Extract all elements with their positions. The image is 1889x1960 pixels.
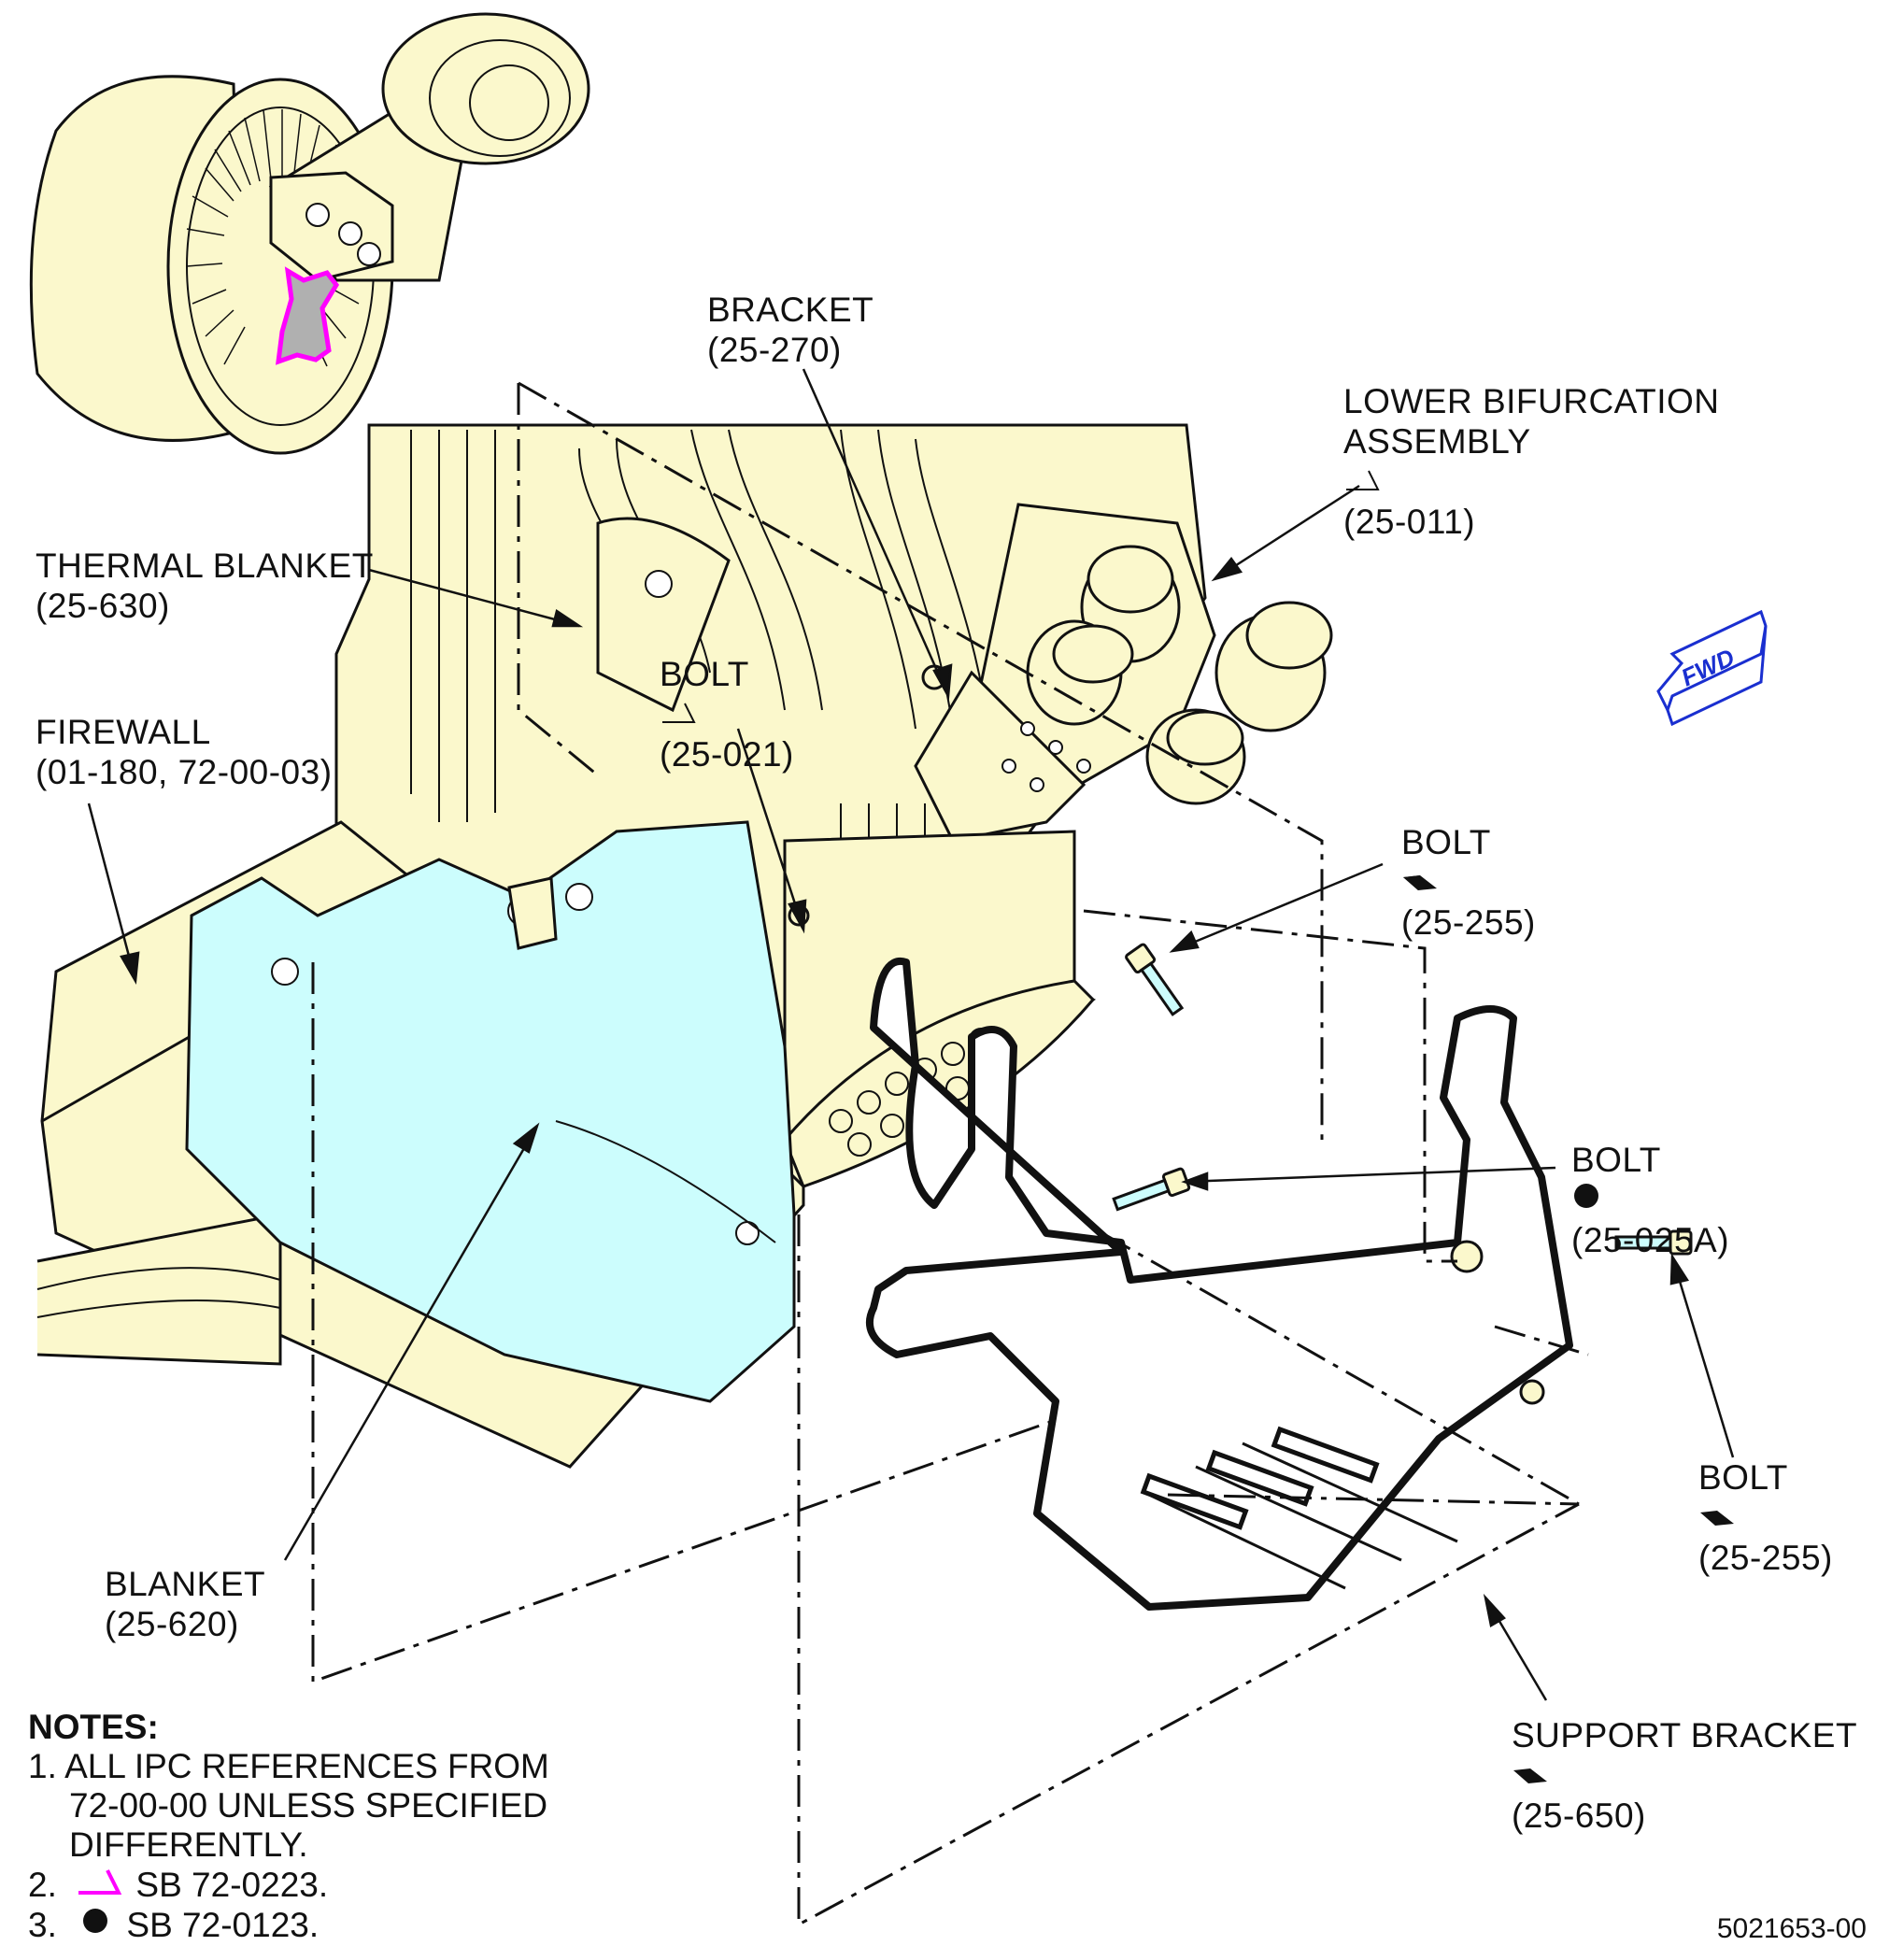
- bolt-25-025a-label: BOLT (25-025A): [1571, 1141, 1730, 1259]
- support-bracket-label: SUPPORT BRACKET (25-650): [1512, 1716, 1858, 1835]
- note-2: 2. SB 72-0223.: [28, 1866, 329, 1904]
- engine-overview-illustration: [29, 12, 590, 455]
- sb-72-0223-marker-icon: [662, 703, 696, 723]
- dot-marker-icon: [1574, 1184, 1598, 1208]
- support-bracket-part: [866, 957, 1573, 1611]
- lower-bifurcation-label: LOWER BIFURCATION ASSEMBLY (25-011): [1343, 382, 1720, 541]
- notes-block: NOTES: 1. ALL IPC REFERENCES FROM 72-00-…: [28, 1708, 549, 1945]
- dot-marker-icon: [83, 1909, 108, 1933]
- firewall-label: FIREWALL (01-180, 72-00-03): [36, 713, 333, 791]
- blanket-label: BLANKET (25-620): [105, 1565, 266, 1643]
- forward-direction-arrow: FWD: [1656, 609, 1768, 727]
- note-1-line-2: 72-00-00 UNLESS SPECIFIED: [69, 1786, 548, 1825]
- sb-72-0223-magenta-marker-icon: [78, 1869, 122, 1895]
- note-1-line-3: DIFFERENTLY.: [69, 1825, 308, 1864]
- bracket-label: BRACKET (25-270): [707, 291, 874, 369]
- leader-lines: [87, 368, 1735, 1701]
- note-3: 3. SB 72-0123.: [28, 1906, 320, 1944]
- highlight-location-marker: [276, 266, 340, 365]
- figure-number: 5021653-00: [1716, 1913, 1867, 1944]
- main-assembly-illustration: [36, 381, 1693, 1927]
- bolt-25-255-right-label: BOLT (25-255): [1698, 1458, 1833, 1577]
- note-1-line-1: 1. ALL IPC REFERENCES FROM: [28, 1747, 549, 1785]
- bolt-25-255-top-label: BOLT (25-255): [1401, 823, 1536, 942]
- notes-heading: NOTES:: [28, 1708, 159, 1746]
- blanket-part: [185, 820, 796, 1403]
- check-marker-icon: [1513, 1768, 1547, 1783]
- check-marker-icon: [1403, 875, 1437, 890]
- thermal-blanket-label: THERMAL BLANKET (25-630): [36, 547, 374, 625]
- bolt-25-021-label: BOLT (25-021): [660, 655, 794, 774]
- sb-72-0223-marker-icon: [1346, 470, 1380, 490]
- check-marker-icon: [1700, 1511, 1734, 1526]
- bolt-25-025a: [1110, 1166, 1192, 1216]
- bolt-25-255-top: [1123, 942, 1188, 1019]
